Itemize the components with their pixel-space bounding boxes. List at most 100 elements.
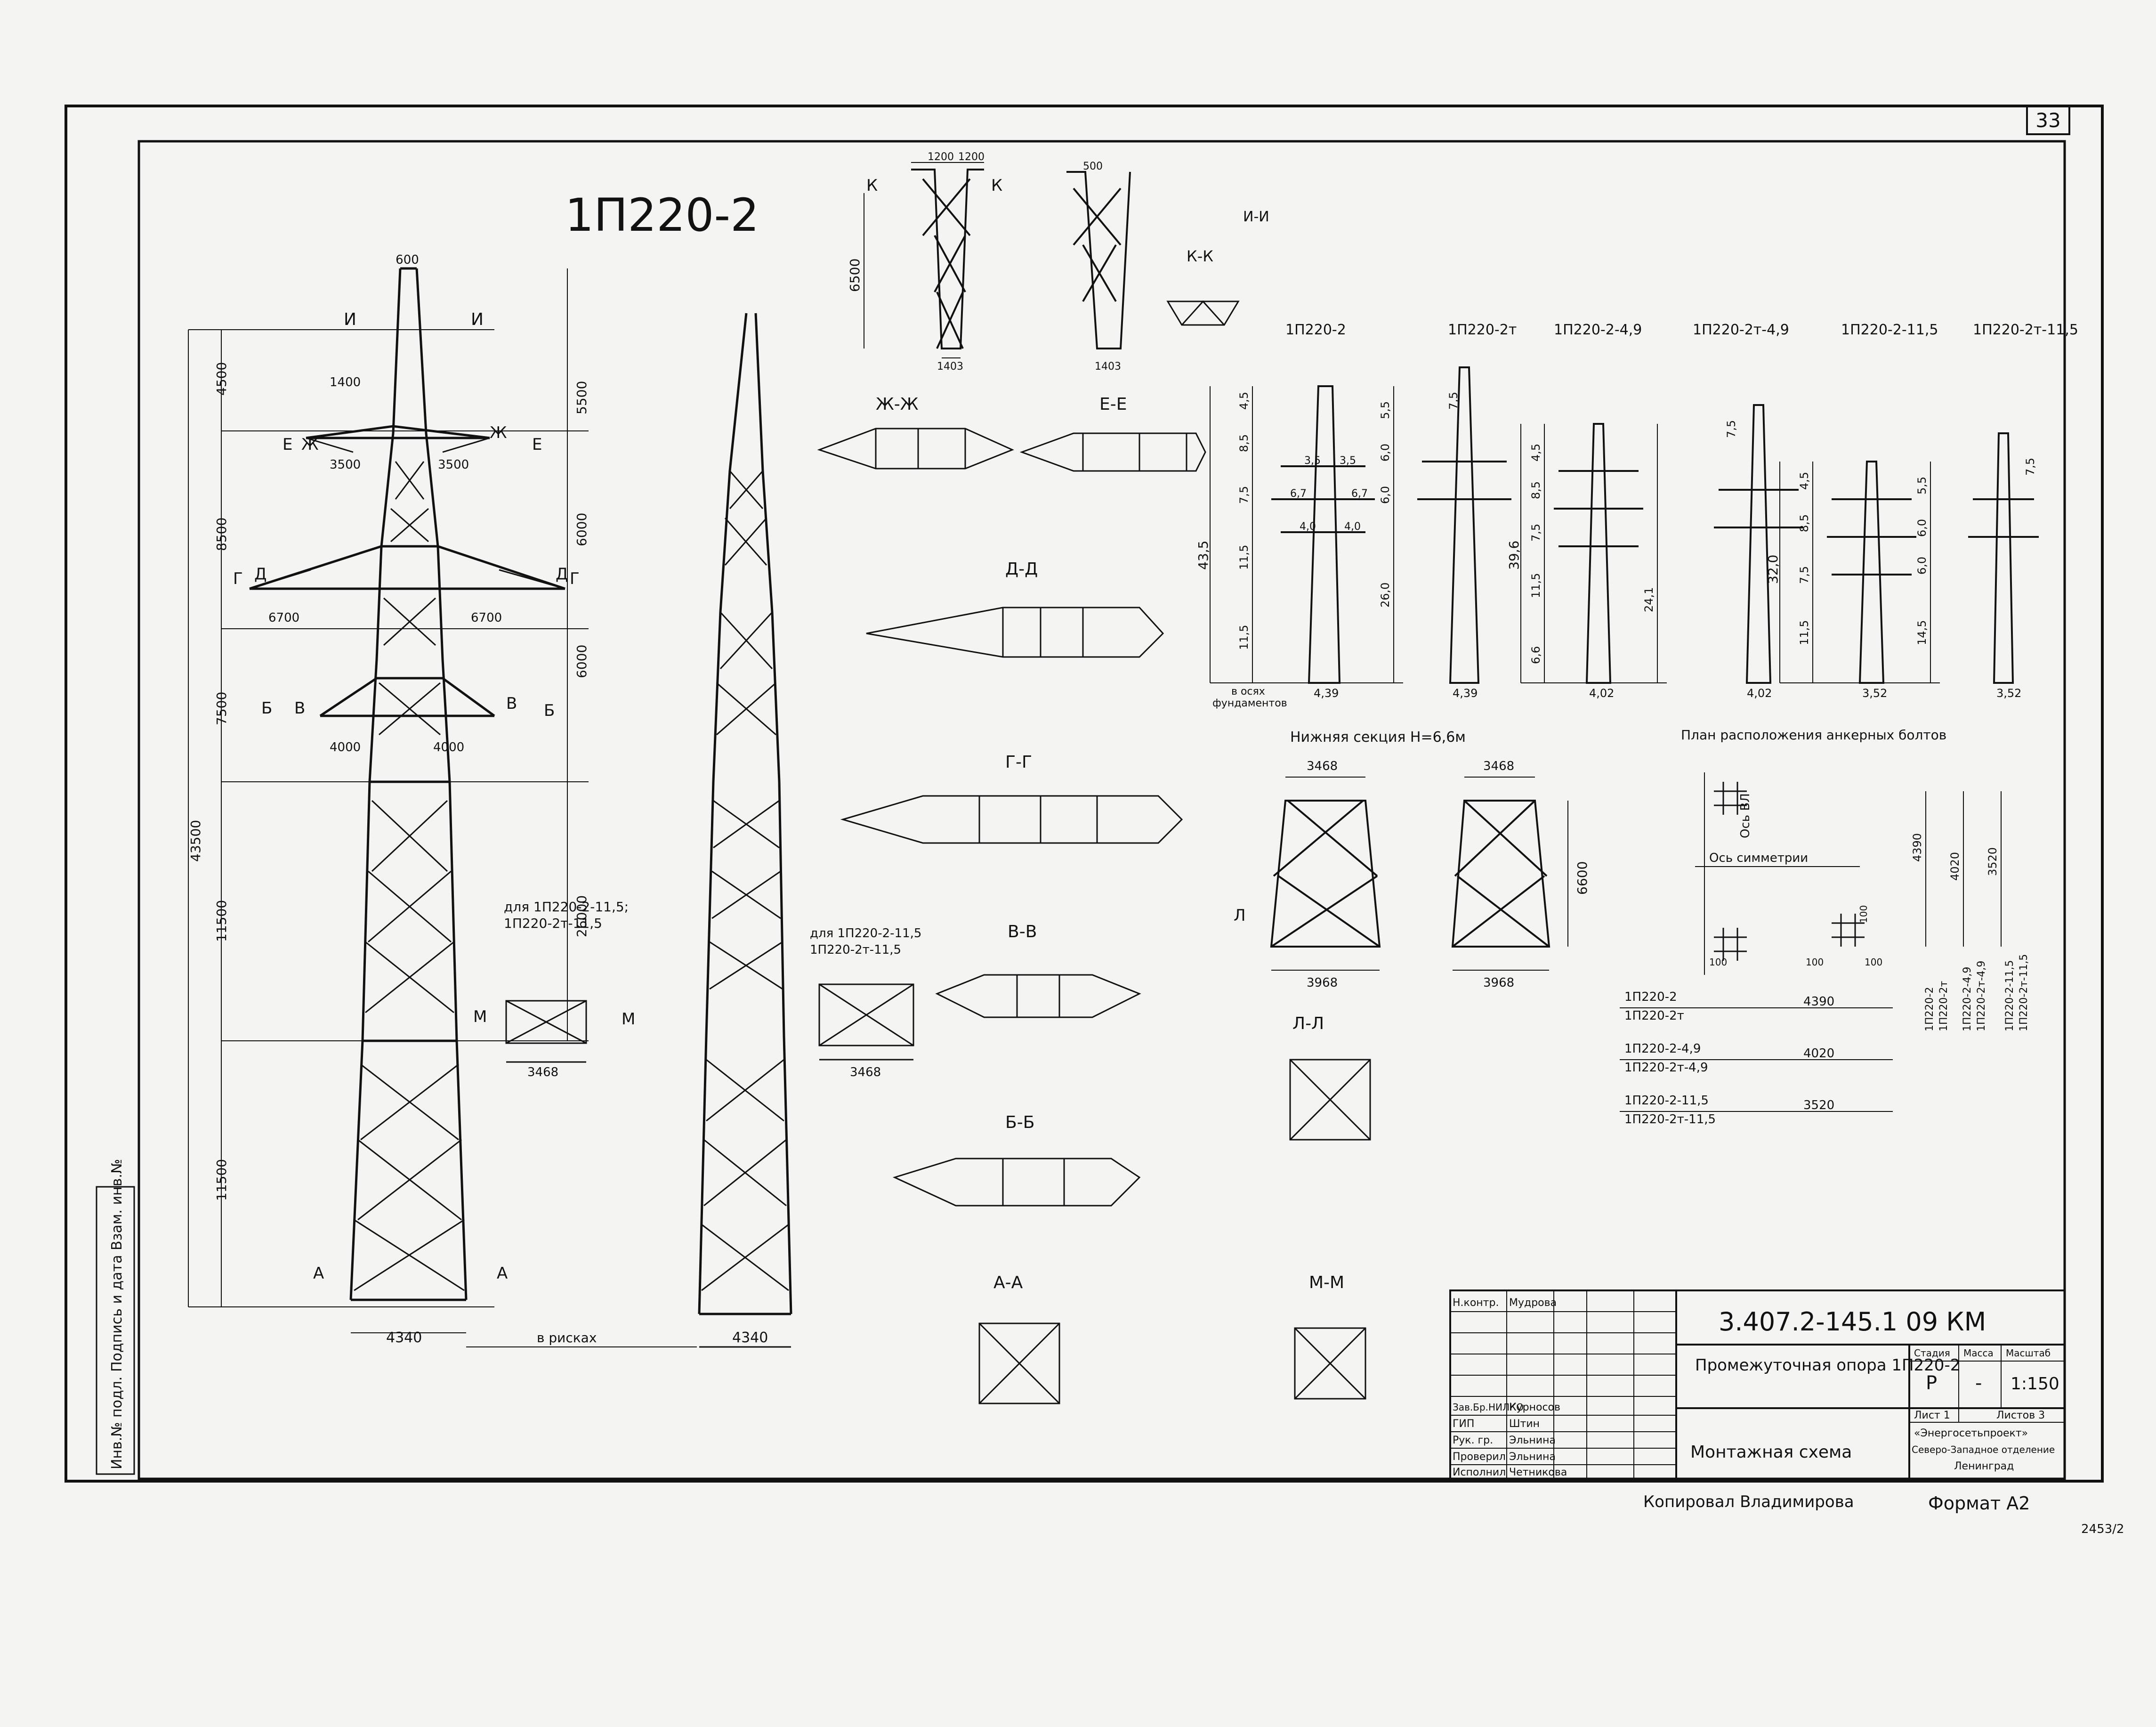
height-r3: 6000 [574,645,589,678]
scale-header: Масштаб [2006,1347,2051,1359]
mark-a-left: А [313,1264,324,1283]
lower-section: Нижняя секция H=6,6м 3468 3468 3968 3968… [1234,729,1590,990]
role-7: Проверил [1453,1451,1506,1463]
variant-height-1: 43,5 [1195,541,1211,570]
vup-6: 5,5 [1915,477,1929,495]
total-height: 43500 [188,820,203,862]
drawing-title: 1П220-2 [565,189,759,242]
variant-title-4: 1П220-2т-4,9 [1693,322,1789,338]
vsec-6: 4,5 [1529,444,1542,462]
note-for-2: 1П220-2т-11,5 [504,916,602,931]
mark-d-left: Д [254,565,267,584]
mark-g-right: Г [570,569,580,588]
variant-note-1: для 1П220-2-11,5 [810,926,921,941]
axis-vl: Ось ВЛ [1738,793,1752,838]
vsec-2: 8,5 [1237,434,1251,452]
section-title-aa: А-А [993,1273,1023,1292]
bolt-plan: План расположения анкерных болтов Ось си… [1620,727,2030,1127]
name-7: Эльнина [1509,1451,1556,1463]
vsec-13: 7,5 [1798,566,1811,584]
variant-title-3: 1П220-2-4,9 [1554,322,1642,338]
vsec-10: 6,6 [1529,646,1542,664]
vsec-12: 8,5 [1798,514,1811,532]
k-width-2: 1200 [958,151,985,163]
height-r2: 6000 [574,513,589,546]
vsec-8: 7,5 [1529,524,1542,542]
side-stamp-text: Инв.№ подл. Подпись и дата Взам. инв.№ [109,1159,125,1469]
note-for-1: для 1П220-2-11,5; [504,899,629,915]
foundation-note-1: в осях [1231,686,1265,697]
sheets-value: Листов 3 [1996,1410,2045,1421]
mark-b-right: Б [544,701,555,720]
vup-4: 26,0 [1379,583,1392,608]
vsec-4: 11,5 [1237,545,1251,570]
arm-width-top: 1400 [330,375,361,389]
axis-label: Ось симметрии [1709,851,1808,865]
mark-i-left: И [344,310,356,329]
doc-subtitle: Монтажная схема [1690,1443,1852,1462]
variant-note-2: 1П220-2т-11,5 [810,943,901,957]
varm-6: 4,0 [1344,521,1361,533]
vbase-5: 3,52 [1862,687,1887,700]
bolt-row-1-name-1: 1П220-2 [1624,990,1677,1004]
bolt-row-2-value: 4020 [1803,1046,1834,1061]
vsec-3: 7,5 [1237,486,1251,504]
k-base: 1403 [937,361,963,373]
name-5: Штин [1509,1418,1540,1430]
sheet-number-box [2026,105,2070,135]
rot-label-1: 1П220-2 [1924,987,1936,1031]
arm-width-2b: 6700 [471,611,502,625]
mark-a-right: А [497,1264,508,1283]
side-base: 1403 [1095,361,1121,373]
varm-4: 6,7 [1351,488,1368,500]
side-tower: 4340 [698,313,792,1348]
mark-e-left: Е [283,435,292,454]
vup-9: 14,5 [1915,620,1929,645]
sheet-number: 33 [2035,109,2060,132]
arm-width-1a: 3500 [330,458,361,472]
rot-label-4: 1П220-2т-4,9 [1976,961,1987,1031]
doc-code: 3.407.2-145.1 09 КМ [1719,1307,1986,1337]
arm-width-3a: 4000 [330,740,361,754]
mark-m-left: М [473,1007,487,1026]
bolt-small-4: 100 [1858,905,1869,923]
side-top: 500 [1083,161,1103,172]
vup-7: 6,0 [1915,519,1929,537]
bolt-small-3: 100 [1865,957,1882,968]
vsec-7: 8,5 [1529,481,1542,499]
scale-value: 1:150 [2011,1374,2059,1394]
height-r1: 5500 [574,381,589,414]
foundation-note-2: фундаментов [1212,697,1287,709]
bolt-row-1-value: 4390 [1803,995,1834,1009]
section-title-kk: К-К [1187,247,1213,265]
bolt-dim-1: 4390 [1911,833,1924,862]
vsec-14: 11,5 [1798,620,1811,645]
section-title-mm: М-М [1309,1273,1344,1292]
rot-label-6: 1П220-2т-11,5 [2018,954,2030,1031]
vbase-2: 4,39 [1453,687,1478,700]
bolt-row-3-value: 3520 [1803,1098,1834,1112]
role-0: Н.контр. [1453,1297,1499,1309]
top-width: 600 [396,253,419,267]
vsec-5: 11,5 [1237,625,1251,650]
vup-2: 6,0 [1379,444,1392,462]
variant-height-2: 39,6 [1506,541,1522,570]
mark-zh-left: Ж [301,435,319,454]
copied-by: Копировал Владимирова [1643,1492,1854,1511]
arm-width-2a: 6700 [268,611,299,625]
vtop-3: 7,5 [2024,458,2037,476]
lower-mark-l: Л [1234,906,1246,925]
section-title-gg: Г-Г [1005,753,1032,772]
lower-height: 6600 [1575,861,1590,895]
section-title-vv: В-В [1008,922,1037,941]
variant-title-5: 1П220-2-11,5 [1841,322,1938,338]
mass-value: - [1975,1372,1982,1394]
org-2: Северо-Западное отделение [1912,1444,2055,1455]
vup-5: 24,1 [1642,587,1655,612]
arm-width-3b: 4000 [433,740,464,754]
name-6: Эльнина [1509,1435,1556,1446]
lower-width-1: 3468 [1307,759,1338,773]
vbase-4: 4,02 [1747,687,1772,700]
